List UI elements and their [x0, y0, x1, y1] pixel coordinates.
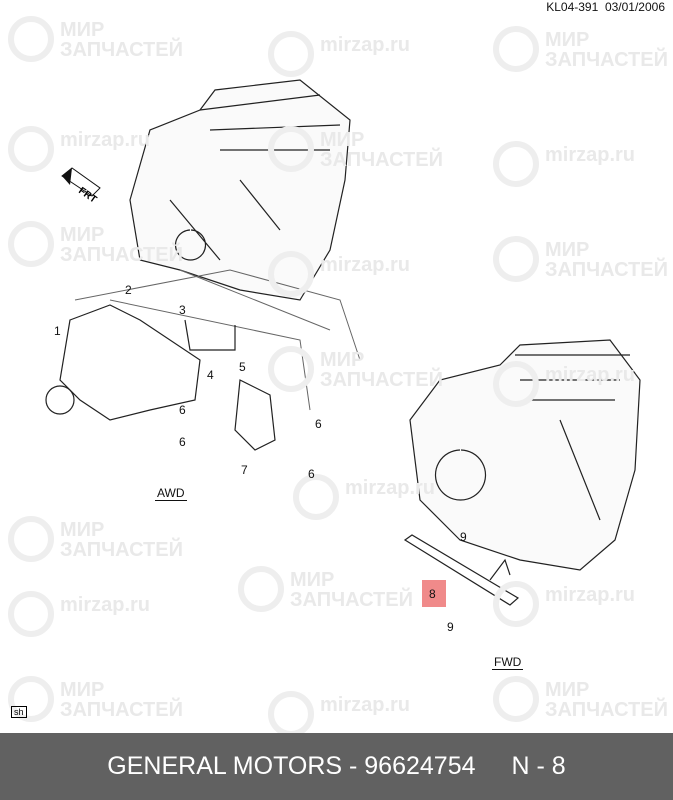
callout-9: 9	[447, 620, 454, 634]
drawing-id: KL04-391 03/01/2006	[546, 0, 665, 14]
callout-2: 2	[125, 283, 132, 297]
watermark: mirzap.ru	[493, 361, 635, 407]
awd-label: AWD	[155, 486, 187, 501]
callout-9: 9	[460, 530, 467, 544]
watermark: mirzap.ru	[268, 251, 410, 297]
callout-1: 1	[54, 324, 61, 338]
footer-reference: N - 8	[511, 752, 566, 780]
fwd-label: FWD	[492, 655, 524, 670]
callout-3: 3	[179, 303, 186, 317]
shaft	[403, 534, 520, 606]
callout-6: 6	[308, 467, 315, 481]
watermark: mirzap.ru	[8, 126, 150, 172]
engine-lower	[409, 339, 641, 571]
callout-6: 6	[179, 403, 186, 417]
watermark: mirzap.ru	[493, 141, 635, 187]
callout-5: 5	[239, 360, 246, 374]
callout-4: 4	[207, 368, 214, 382]
callout-7: 7	[241, 463, 248, 477]
watermark: mirzap.ru	[493, 581, 635, 627]
sheet-tag: sh	[11, 706, 27, 718]
engine-upper	[129, 79, 351, 301]
callout-8: 8	[429, 587, 436, 601]
highlighted-part-marker	[422, 580, 446, 607]
callout-6: 6	[315, 417, 322, 431]
watermark: mirzap.ru	[268, 691, 410, 737]
watermark: mirzap.ru	[8, 591, 150, 637]
footer-part-number: GENERAL MOTORS - 96624754	[107, 752, 476, 780]
footer-bar: GENERAL MOTORS - 96624754 N - 8	[0, 733, 673, 800]
watermark: mirzap.ru	[293, 474, 435, 520]
frt-arrow-icon	[61, 167, 101, 197]
transfer-case	[45, 304, 276, 451]
watermark: mirzap.ru	[268, 31, 410, 77]
callout-6: 6	[179, 435, 186, 449]
